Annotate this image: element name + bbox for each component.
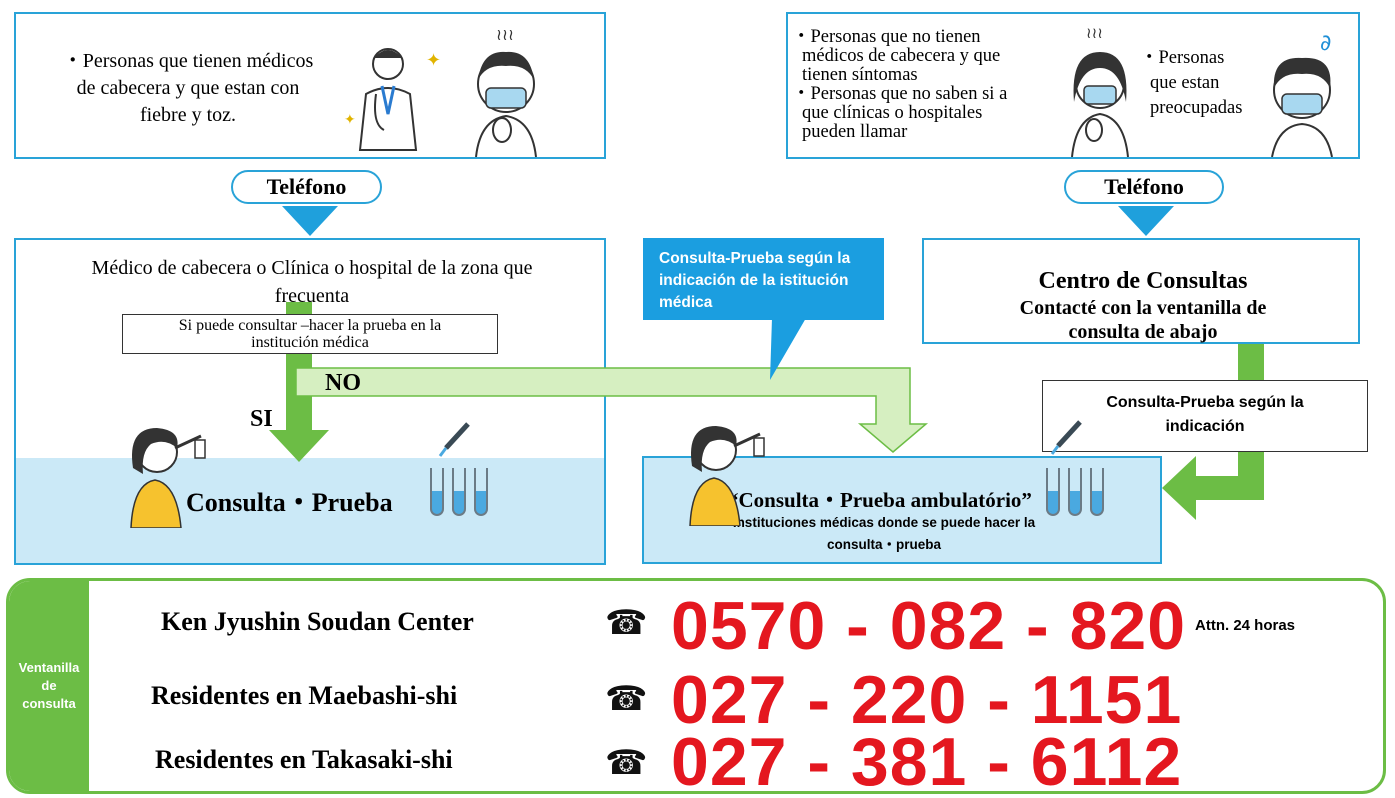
clinic-box-blue-area: [16, 458, 604, 563]
doctor-icon: ✦ ✦: [344, 48, 441, 151]
telephone-icon: ☎: [605, 603, 648, 643]
telephone-icon: ☎: [605, 679, 648, 719]
top-left-line: de cabecera y que estan con: [76, 77, 300, 99]
ambulatory-sub: Instituciones médicas donde se puede hac…: [684, 512, 1084, 556]
svg-text:✦: ✦: [426, 50, 441, 71]
top-right-line: ・Personas que no saben si a: [792, 84, 1008, 104]
contact-name: Residentes en Maebashi-shi: [151, 681, 458, 710]
clinic-title: Médico de cabecera o Clínica o hospital …: [16, 254, 604, 310]
clinic-question-line: Si puede consultar –hacer la prueba en l…: [178, 317, 442, 334]
clinic-result: Consulta・Prueba: [186, 488, 393, 517]
arrow-down-left: [282, 206, 338, 236]
callout-line: médica: [659, 294, 713, 311]
worried-man-icon: ∂: [1271, 31, 1333, 157]
swab-woman-icon: [689, 426, 765, 526]
contact-name: Residentes en Takasaki-shi: [155, 745, 453, 774]
top-right-line: que clínicas o hospitales: [802, 103, 983, 123]
consult-center-sub: Contacté con la ventanilla de consulta d…: [924, 296, 1362, 344]
svg-text:≀≀≀: ≀≀≀: [1086, 24, 1103, 42]
dropper-icon: [1050, 420, 1082, 455]
no-arrow: [296, 367, 929, 453]
top-right-box: ・Personas que no tienen médicos de cabec…: [786, 12, 1360, 159]
phone-number[interactable]: 027 - 381 - 6112: [671, 724, 1183, 794]
top-right-line: pueden llamar: [802, 122, 908, 142]
top-left-box: ・Personas que tienen médicos de cabecera…: [14, 12, 606, 159]
right-green-connector: [1238, 344, 1264, 384]
si-arrow-head: [269, 430, 329, 462]
top-right-text-b: ・Personas que estan preocupadas: [1140, 46, 1260, 121]
ambulatory-line: consulta・prueba: [826, 537, 942, 552]
callout-bubble: Consulta-Prueba según la indicación de l…: [643, 238, 884, 320]
contact-panel: Ventanilla de consulta Ken Jyushin Souda…: [6, 578, 1386, 794]
svg-text:≀≀≀: ≀≀≀: [496, 25, 514, 44]
top-right-line: médicos de cabecera y que: [802, 46, 1001, 66]
si-label: SI: [250, 406, 273, 432]
consult-center-line: Contacté con la ventanilla de: [1019, 297, 1267, 319]
top-right-line: ・Personas que no tienen: [792, 27, 981, 47]
test-tube: [430, 468, 444, 516]
ventanilla-line: Ventanilla: [18, 660, 80, 675]
sick-person-icon: ≀≀≀: [475, 25, 537, 157]
ventanilla-line: consulta: [22, 696, 76, 711]
ventanilla-label: Ventanilla de consulta: [9, 581, 89, 791]
clinic-title-line: frecuenta: [274, 285, 350, 307]
indication-box: Consulta-Prueba según la indicación: [1042, 380, 1368, 452]
no-label: NO: [325, 370, 361, 396]
telephone-icon: ☎: [605, 743, 648, 783]
worried-woman-icon: ≀≀≀: [1071, 24, 1129, 157]
indication-line: Consulta-Prueba según la: [1106, 394, 1304, 411]
clinic-question-box: Si puede consultar –hacer la prueba en l…: [122, 314, 498, 354]
ventanilla-line: de: [41, 678, 57, 693]
top-right-line: que estan: [1150, 73, 1220, 93]
callout-line: Consulta-Prueba según la: [659, 250, 851, 267]
swab-woman-icon: [130, 428, 206, 528]
top-left-line: fiebre y toz.: [139, 104, 237, 126]
test-tube: [452, 468, 466, 516]
top-right-line: preocupadas: [1150, 98, 1243, 118]
svg-text:✦: ✦: [344, 112, 356, 128]
consult-center-line: consulta de abajo: [1068, 321, 1218, 343]
clinic-question-line: institución médica: [251, 334, 369, 351]
test-tube: [474, 468, 488, 516]
consult-center-title: Centro de Consultas: [1038, 268, 1248, 294]
top-right-text-a: ・Personas que no tienen médicos de cabec…: [792, 28, 1062, 142]
top-right-line: ・Personas: [1140, 48, 1225, 68]
ambulatory-title: “Consulta・Prueba ambulatório”: [728, 488, 1032, 512]
phone-number[interactable]: 0570 - 082 - 820: [671, 588, 1187, 664]
test-tube: [1090, 468, 1104, 516]
phone-pill-left: Teléfono: [231, 170, 382, 204]
top-right-line: tienen síntomas: [802, 65, 918, 85]
clinic-box: Médico de cabecera o Clínica o hospital …: [14, 238, 606, 565]
right-green-arrow: [1162, 448, 1264, 520]
callout-line: indicación de la istitución: [659, 272, 849, 289]
clinic-title-line: Médico de cabecera o Clínica o hospital …: [91, 257, 533, 279]
phone-number[interactable]: 027 - 220 - 1151: [671, 662, 1183, 738]
top-left-text: ・Personas que tienen médicos de cabecera…: [38, 48, 338, 129]
test-tube: [1046, 468, 1060, 516]
phone-pill-right: Teléfono: [1064, 170, 1224, 204]
svg-text:∂: ∂: [1320, 31, 1331, 56]
contact-name: Ken Jyushin Soudan Center: [161, 607, 474, 636]
test-tube: [1068, 468, 1082, 516]
attention-note: Attn. 24 horas: [1195, 617, 1296, 634]
consult-center-box: Centro de Consultas Contacté con la vent…: [922, 238, 1360, 344]
top-left-line: ・Personas que tienen médicos: [62, 50, 314, 72]
indication-line: indicación: [1165, 418, 1245, 435]
dropper-icon: [438, 422, 470, 457]
ambulatory-line: Instituciones médicas donde se puede hac…: [732, 515, 1036, 530]
callout-tail: [770, 318, 806, 380]
arrow-down-right: [1118, 206, 1174, 236]
